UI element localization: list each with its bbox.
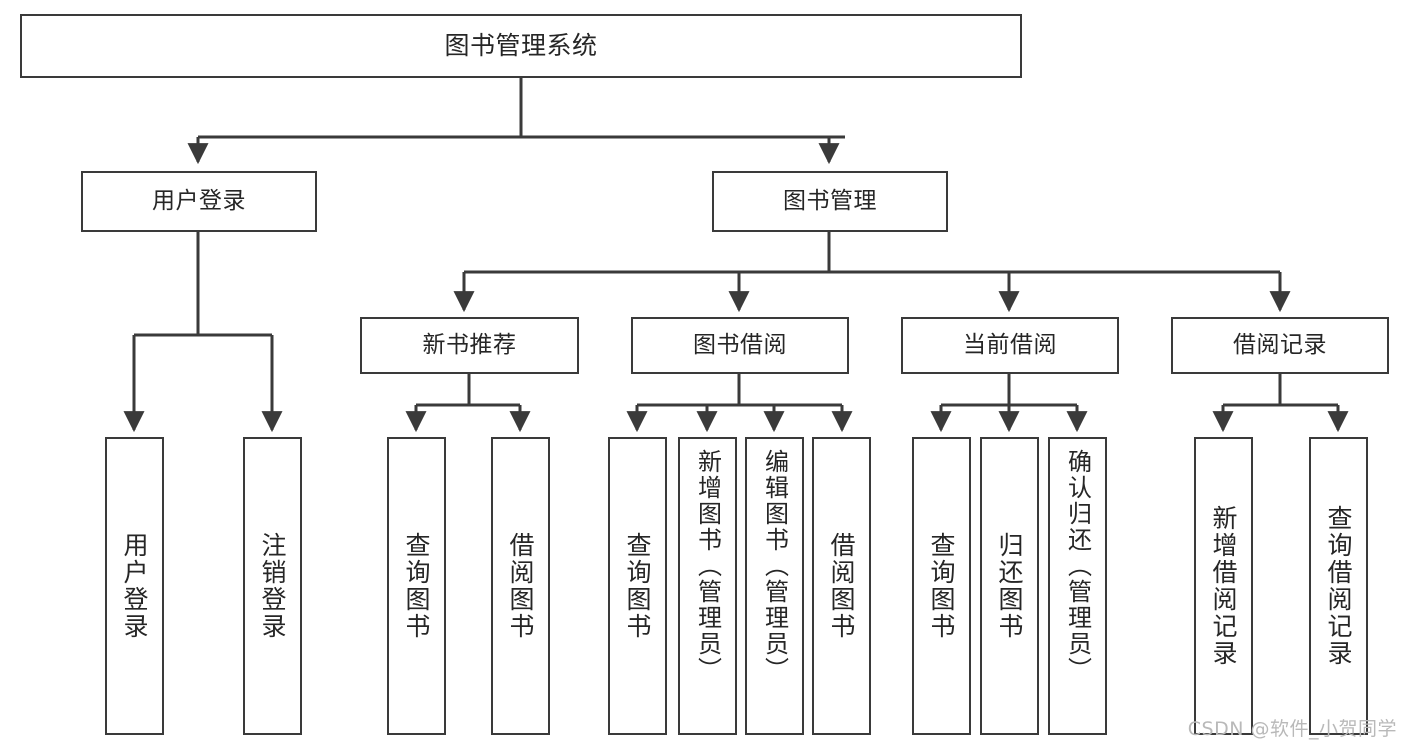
- leaf-query-book-borrow[interactable]: 查询图书: [608, 437, 667, 735]
- node-label: 新增借阅记录: [1209, 505, 1238, 667]
- node-label: 用户登录: [120, 532, 149, 640]
- node-label: 图书管理: [783, 187, 877, 214]
- node-root-system[interactable]: 图书管理系统: [20, 14, 1022, 78]
- node-label: 确认归还（管理员）: [1063, 449, 1092, 683]
- node-label: 查询图书: [623, 532, 652, 640]
- leaf-query-book-current[interactable]: 查询图书: [912, 437, 971, 735]
- leaf-borrow-book-recommend[interactable]: 借阅图书: [491, 437, 550, 735]
- node-label: 借阅图书: [506, 532, 535, 640]
- node-label: 借阅记录: [1233, 331, 1327, 358]
- node-label: 查询图书: [927, 532, 956, 640]
- node-label: 注销登录: [258, 532, 287, 640]
- node-current-borrow[interactable]: 当前借阅: [901, 317, 1119, 374]
- node-label: 查询借阅记录: [1324, 505, 1353, 667]
- node-label: 图书管理系统: [444, 31, 598, 61]
- node-borrow-record[interactable]: 借阅记录: [1171, 317, 1389, 374]
- node-book-borrow[interactable]: 图书借阅: [631, 317, 849, 374]
- leaf-confirm-return[interactable]: 确认归还（管理员）: [1048, 437, 1107, 735]
- node-label: 当前借阅: [963, 331, 1057, 358]
- node-new-book-recommend[interactable]: 新书推荐: [360, 317, 579, 374]
- leaf-logout-login[interactable]: 注销登录: [243, 437, 302, 735]
- leaf-user-login[interactable]: 用户登录: [105, 437, 164, 735]
- leaf-edit-book[interactable]: 编辑图书（管理员）: [745, 437, 804, 735]
- node-label: 图书借阅: [693, 331, 787, 358]
- csdn-watermark: CSDN @软件_小贺同学: [1187, 718, 1397, 740]
- leaf-query-borrow-record[interactable]: 查询借阅记录: [1309, 437, 1368, 735]
- node-label: 查询图书: [402, 532, 431, 640]
- node-label: 编辑图书（管理员）: [760, 449, 789, 683]
- node-user-login[interactable]: 用户登录: [81, 171, 317, 232]
- node-label: 借阅图书: [827, 532, 856, 640]
- node-label: 用户登录: [152, 187, 246, 214]
- node-label: 归还图书: [995, 532, 1024, 640]
- node-book-management[interactable]: 图书管理: [712, 171, 948, 232]
- node-label: 新书推荐: [422, 331, 517, 358]
- leaf-borrow-book-borrow[interactable]: 借阅图书: [812, 437, 871, 735]
- node-label: 新增图书（管理员）: [693, 449, 722, 683]
- leaf-query-book-recommend[interactable]: 查询图书: [387, 437, 446, 735]
- leaf-add-borrow-record[interactable]: 新增借阅记录: [1194, 437, 1253, 735]
- leaf-return-book[interactable]: 归还图书: [980, 437, 1039, 735]
- leaf-add-book[interactable]: 新增图书（管理员）: [678, 437, 737, 735]
